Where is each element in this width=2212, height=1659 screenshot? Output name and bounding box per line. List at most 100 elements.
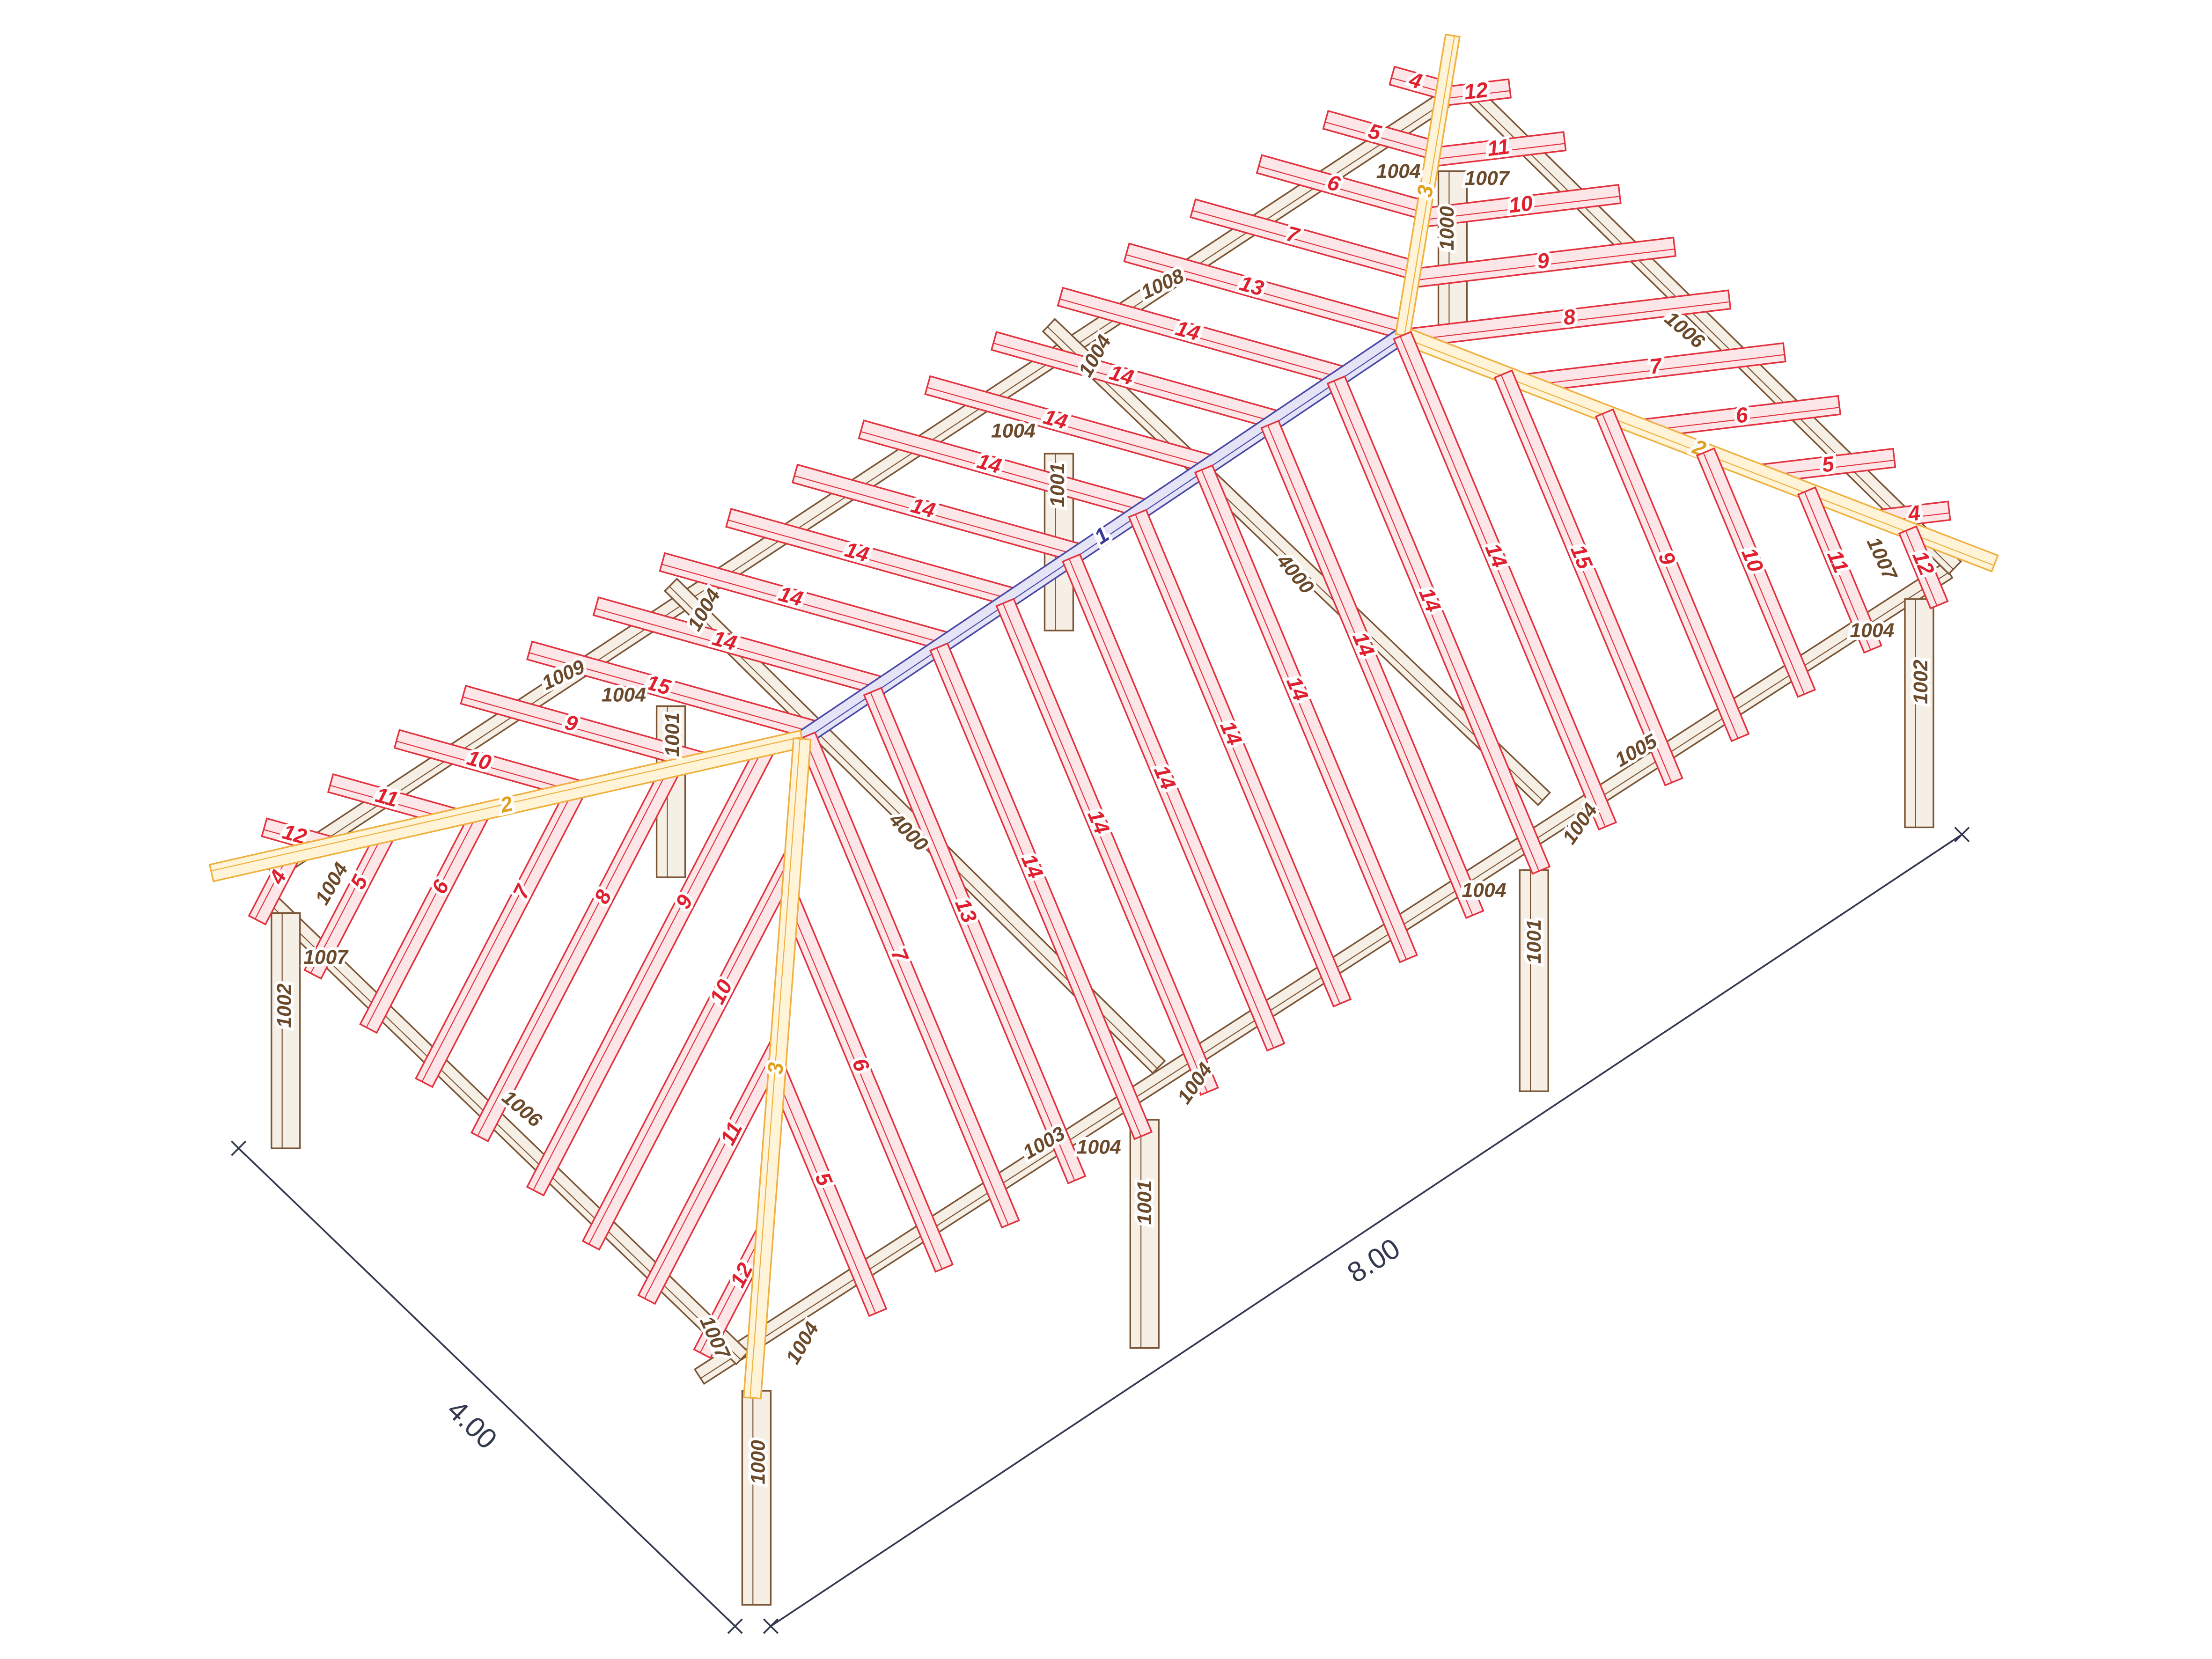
back-rafter-9-edge — [860, 431, 1145, 512]
post-4-body — [1904, 598, 1934, 829]
front-rafter-12 — [1493, 369, 1683, 786]
front-rafter-1-body — [780, 895, 954, 1273]
front-rafter-14-edge — [1703, 453, 1805, 695]
front-rafter-12-edge — [1500, 374, 1672, 783]
front-rafter-16-body — [1898, 525, 1949, 609]
timber-label: 1004 — [602, 683, 646, 706]
post-2 — [1129, 1119, 1160, 1349]
right-end-rafter-label: 10 — [1507, 191, 1534, 218]
front-rafter-7 — [1128, 509, 1352, 1008]
back-rafter-11-edge — [993, 343, 1276, 423]
back-rafter-17-edge — [1391, 77, 1443, 93]
left-end-rafter-8-edge — [699, 1232, 763, 1353]
right-end-rafter-1-edge — [1433, 143, 1565, 160]
front-rafter-11-body — [1393, 330, 1617, 831]
hip-left-edge — [211, 736, 802, 872]
front-rafter-14-body — [1696, 447, 1816, 698]
front-rafter-14 — [1696, 447, 1816, 698]
front-rafter-5 — [995, 598, 1219, 1096]
wall-plate-3-edge — [1465, 89, 1954, 570]
front-rafter-4-body — [929, 642, 1153, 1140]
left-end-rafter-3-body — [415, 785, 586, 1088]
length-dimension-line — [770, 834, 1962, 1627]
right-end-rafter-6-edge — [1645, 407, 1840, 432]
hip-top-body — [1395, 33, 1461, 338]
front-rafter-7-edge — [1135, 514, 1341, 1004]
timber-label: 1007 — [1465, 167, 1510, 190]
timber-label: 1000 — [747, 1440, 769, 1484]
right-end-rafter-0 — [1440, 78, 1512, 107]
timber-label: 1007 — [1862, 534, 1902, 584]
back-rafter-5-edge — [595, 608, 881, 689]
front-rafter-9-body — [1260, 419, 1484, 919]
back-rafter-13-edge — [1126, 254, 1404, 333]
post-3-body — [1519, 869, 1549, 1092]
back-rafter-15-edge — [1258, 166, 1423, 213]
front-rafter-11 — [1393, 330, 1617, 831]
back-rafter-7-edge — [728, 519, 1013, 600]
hip-top-edge — [1404, 36, 1455, 336]
timber-label: 1001 — [1523, 919, 1545, 964]
back-rafter-3-edge — [463, 696, 702, 764]
back-rafter-2-edge — [396, 741, 578, 793]
timber-label: 1004 — [1850, 619, 1894, 642]
dimension-tick-icon — [727, 1618, 743, 1634]
right-end-rafter-5-edge — [1527, 354, 1785, 386]
post-0 — [271, 912, 301, 1149]
front-rafter-13-body — [1595, 408, 1750, 742]
left-end-rafter-3 — [415, 785, 586, 1088]
dimension-tick-icon — [231, 1140, 247, 1156]
post-0-body — [271, 912, 301, 1149]
hip-front-edge — [750, 739, 801, 1398]
timber-label: 1001 — [661, 712, 683, 757]
front-rafter-6-body — [1061, 553, 1286, 1052]
timber-label: 1007 — [303, 946, 349, 969]
hip-label: 3 — [763, 1062, 788, 1075]
left-end-rafter-6-edge — [588, 855, 792, 1245]
front-rafter-13-edge — [1602, 413, 1739, 739]
front-rafter-16 — [1898, 525, 1949, 609]
front-rafter-8 — [1194, 464, 1418, 963]
front-rafter-5-edge — [1002, 603, 1208, 1093]
hip-front-body — [742, 737, 812, 1400]
dimension-tick-icon — [763, 1618, 779, 1634]
wall-plate-5-edge — [1047, 326, 1543, 801]
front-rafter-2-body — [797, 731, 1020, 1229]
timber-label: 1001 — [1046, 463, 1069, 507]
post-3 — [1519, 869, 1549, 1092]
left-end-rafter-4-edge — [477, 767, 670, 1136]
front-rafter-3-edge — [870, 692, 1075, 1181]
wall-plate-4-body — [663, 578, 1166, 1074]
front-rafter-11-edge — [1400, 336, 1606, 827]
left-end-rafter-3-edge — [421, 789, 575, 1082]
front-rafter-1 — [780, 895, 954, 1273]
back-rafter-8-edge — [794, 475, 1079, 556]
front-rafter-15 — [1797, 486, 1882, 654]
right-end-rafter-3-edge — [1412, 249, 1675, 281]
front-rafter-7-body — [1128, 509, 1352, 1008]
ridge-beam-edge — [803, 336, 1404, 741]
hip-top — [1395, 33, 1461, 338]
dimension-tick-icon — [1954, 827, 1970, 843]
post-1-body — [741, 1390, 772, 1606]
front-rafter-6 — [1061, 553, 1286, 1052]
back-rafter-4-edge — [529, 652, 815, 733]
front-rafter-10-edge — [1333, 381, 1540, 872]
front-hips: 23 — [208, 729, 812, 1400]
right-end-rafter-2-edge — [1422, 196, 1620, 220]
front-rafter-8-body — [1194, 464, 1418, 963]
left-end-rafter-5-edge — [533, 746, 765, 1190]
front-rafter-9 — [1260, 419, 1484, 919]
front-rafter-6-edge — [1068, 558, 1274, 1049]
front-rafter-15-edge — [1804, 492, 1871, 650]
timber-label: 1004 — [1376, 160, 1421, 183]
right-end-rafter-0-edge — [1442, 90, 1510, 100]
front-rafter-5-body — [995, 598, 1219, 1096]
timber-label: 1002 — [273, 984, 296, 1028]
post-2-body — [1129, 1119, 1160, 1349]
front-rafter-12-body — [1493, 369, 1683, 786]
